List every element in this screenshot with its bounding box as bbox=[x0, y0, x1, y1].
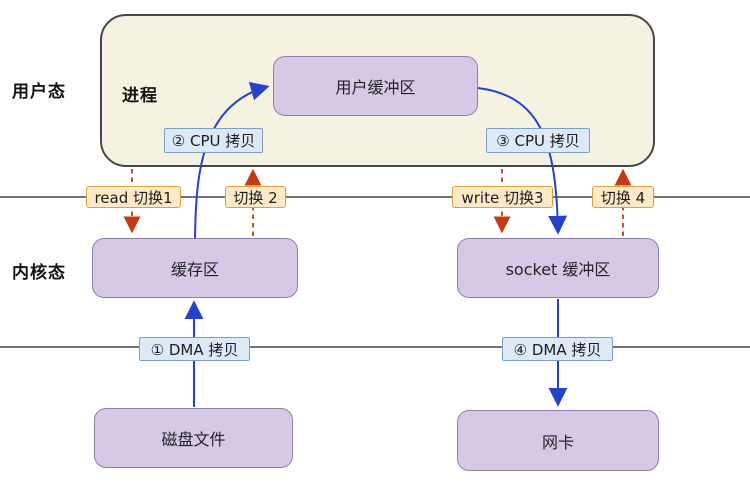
user-mode-label: 用户态 bbox=[12, 82, 66, 102]
socket-buffer-node: socket 缓冲区 bbox=[457, 238, 659, 298]
cpu-copy-2-badge: ② CPU 拷贝 bbox=[164, 128, 263, 153]
switch-1-badge: read 切换1 bbox=[86, 186, 181, 208]
user-buffer-node: 用户缓冲区 bbox=[273, 56, 478, 116]
switch-4-badge: 切换 4 bbox=[592, 186, 654, 208]
switch-2-badge: 切换 2 bbox=[225, 186, 286, 208]
dma-copy-4-badge: ④ DMA 拷贝 bbox=[502, 337, 613, 361]
cpu-copy-3-badge: ③ CPU 拷贝 bbox=[486, 128, 590, 153]
switch-3-badge: write 切换3 bbox=[452, 186, 553, 208]
dma-copy-1-badge: ① DMA 拷贝 bbox=[139, 337, 250, 361]
nic-node: 网卡 bbox=[457, 410, 659, 471]
process-label: 进程 bbox=[122, 86, 158, 106]
disk-file-node: 磁盘文件 bbox=[94, 408, 293, 468]
kernel-buffer-node: 缓存区 bbox=[92, 238, 298, 298]
kernel-mode-label: 内核态 bbox=[12, 263, 66, 283]
